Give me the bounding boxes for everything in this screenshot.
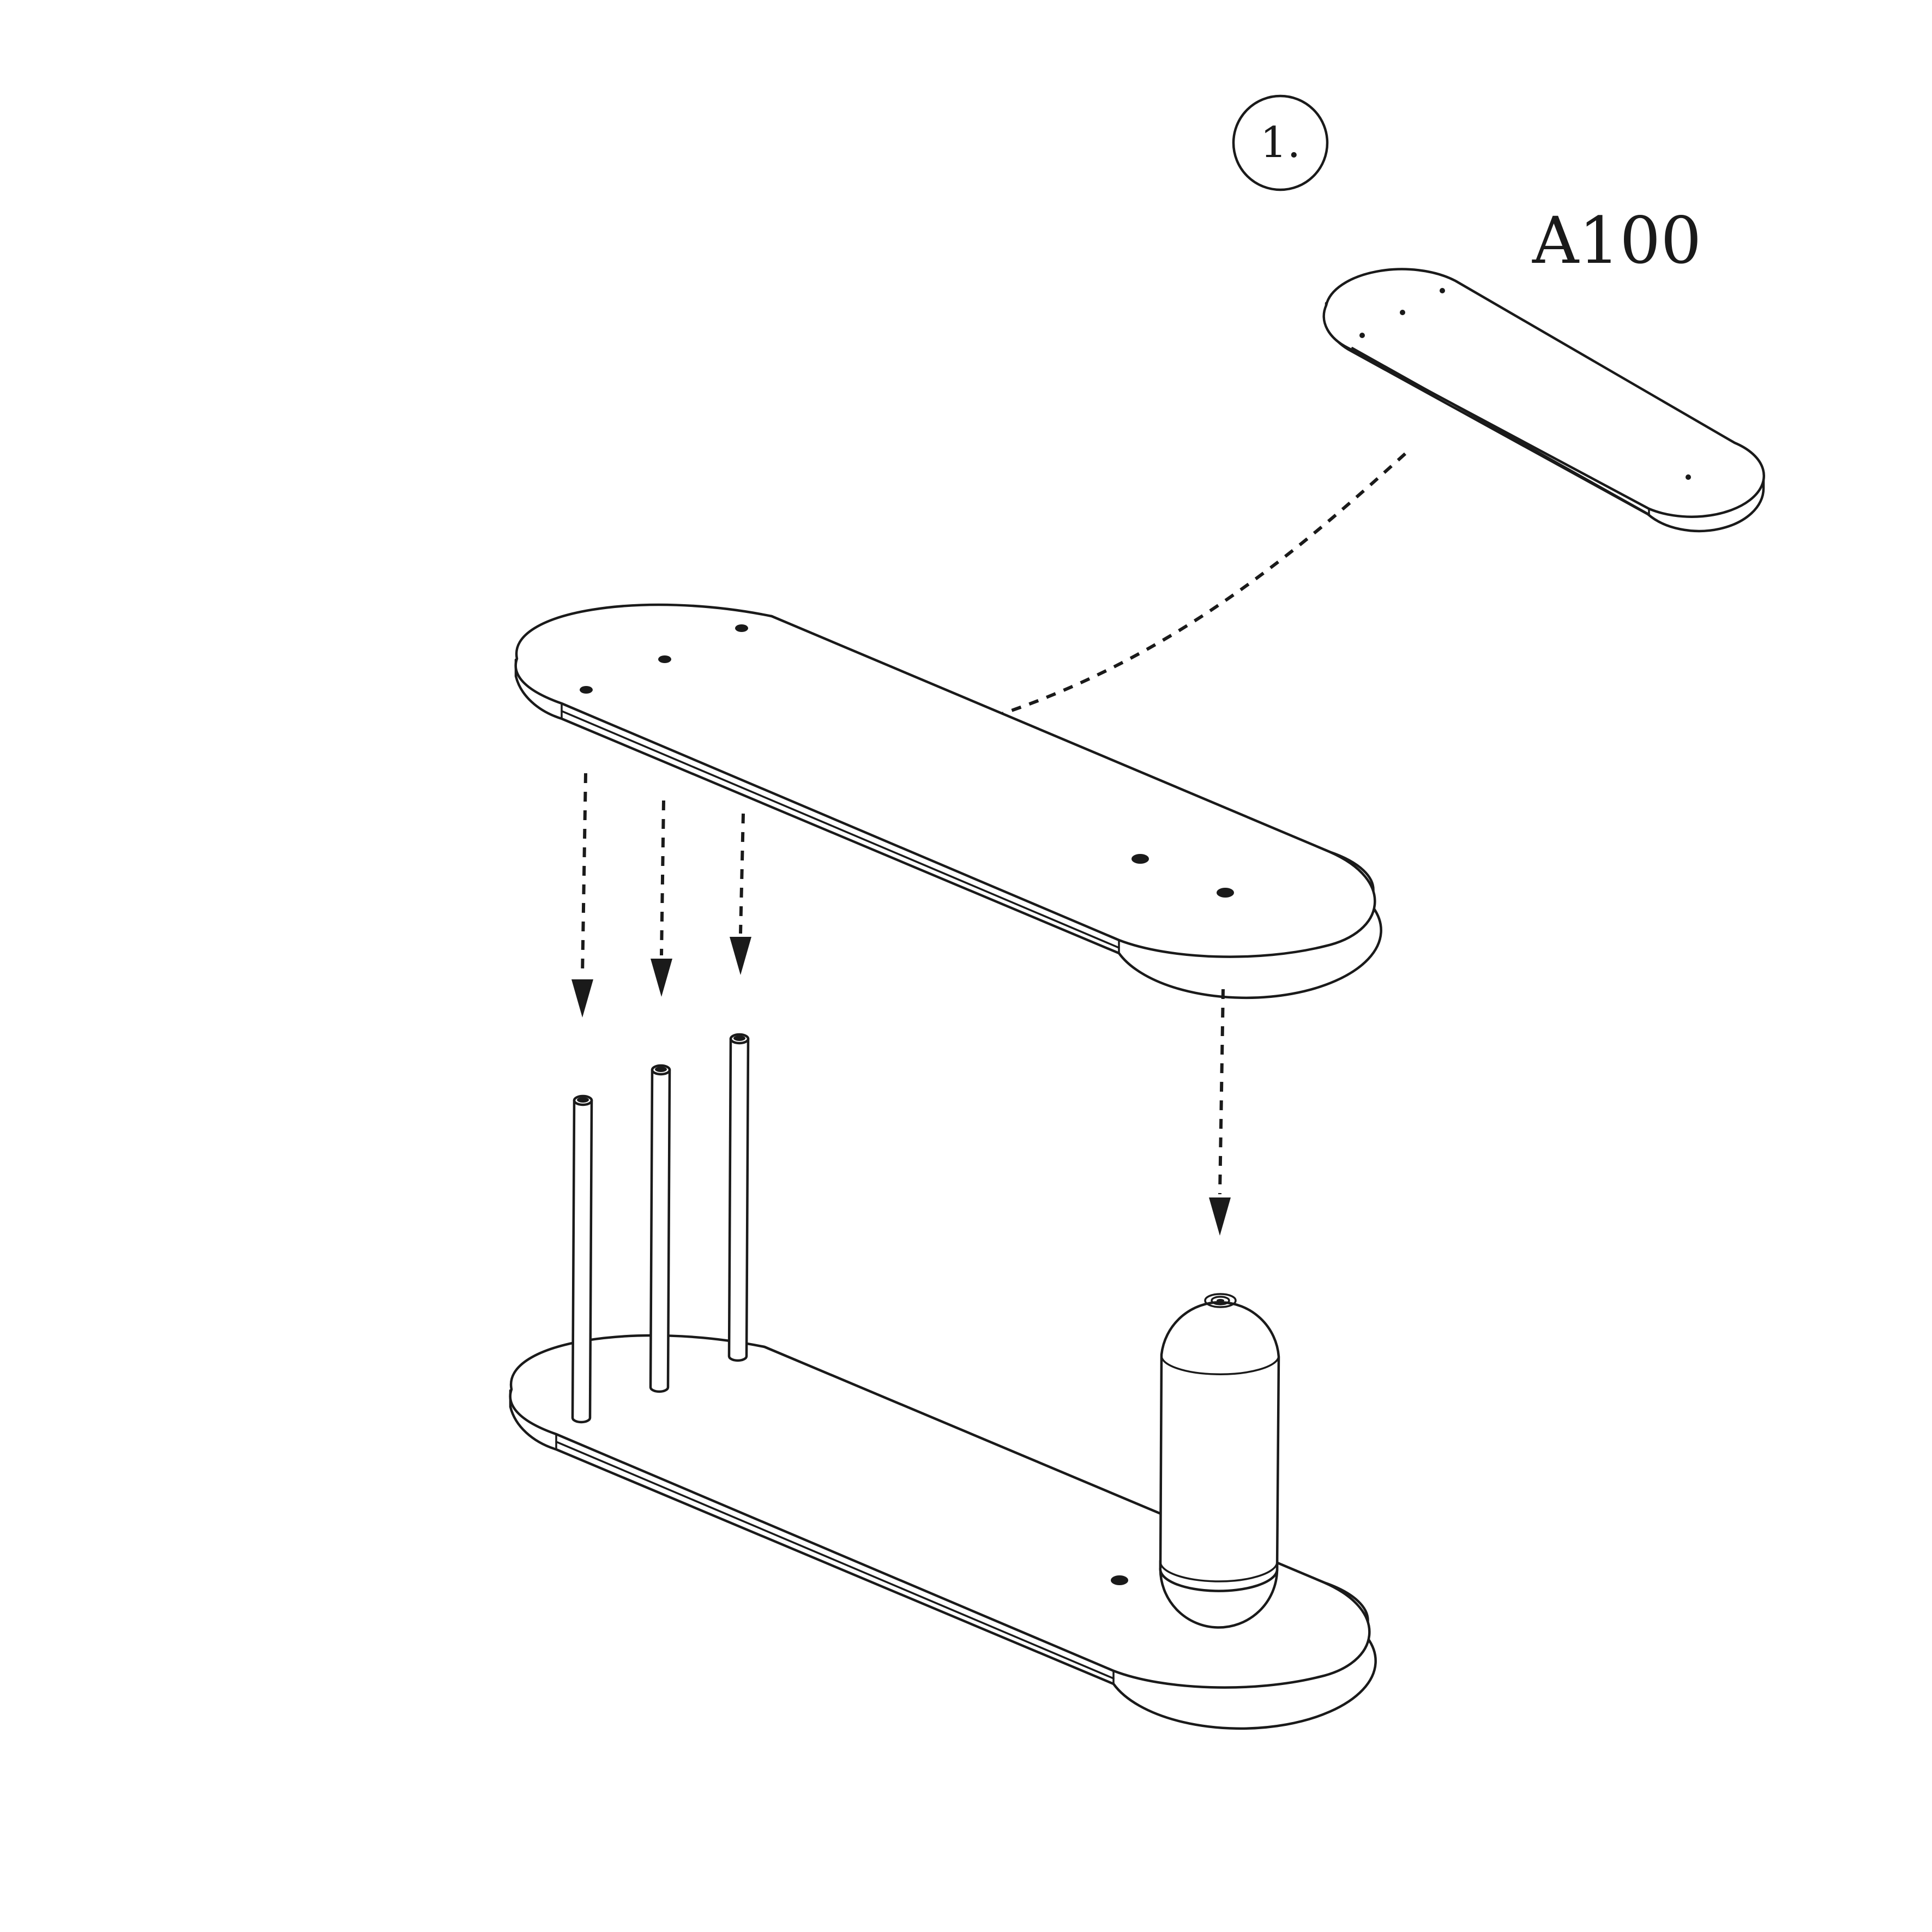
bottom-board-hole <box>1111 1575 1128 1585</box>
top-board-hole <box>1131 854 1149 864</box>
small-board-hole <box>1400 310 1405 315</box>
top-board-hole <box>580 686 593 694</box>
small-board <box>1322 268 1765 533</box>
top-board-hole <box>1217 888 1234 898</box>
capsule-leg <box>1159 1293 1280 1629</box>
small-board-hole <box>1686 474 1691 480</box>
capsule-top-nub <box>1204 1293 1237 1308</box>
part-label: A100 <box>1532 203 1701 278</box>
top-board-hole <box>658 655 671 663</box>
bottom-board <box>509 1334 1377 1730</box>
dowel-pin <box>571 1094 593 1424</box>
curved-arrow <box>941 452 1407 743</box>
arrow-to-dowel-right <box>730 813 751 975</box>
small-board-hole <box>1440 288 1445 293</box>
step-circle <box>1232 94 1329 191</box>
dowel-pin <box>727 1033 750 1362</box>
step-number: 1. <box>1260 118 1301 167</box>
small-board-hole <box>1359 333 1365 338</box>
dowel-pin <box>649 1064 671 1393</box>
top-board <box>514 603 1382 1000</box>
top-board-top-face <box>514 603 1376 958</box>
step-badge: 1. <box>1232 94 1329 191</box>
small-board-top-face <box>1322 268 1765 518</box>
arrow-to-dowel-left <box>571 773 593 1018</box>
bottom-board-top-face <box>509 1334 1371 1689</box>
arrow-to-capsule-leg <box>1209 989 1231 1236</box>
arrow-to-dowel-middle <box>651 800 672 997</box>
top-board-hole <box>735 624 748 632</box>
